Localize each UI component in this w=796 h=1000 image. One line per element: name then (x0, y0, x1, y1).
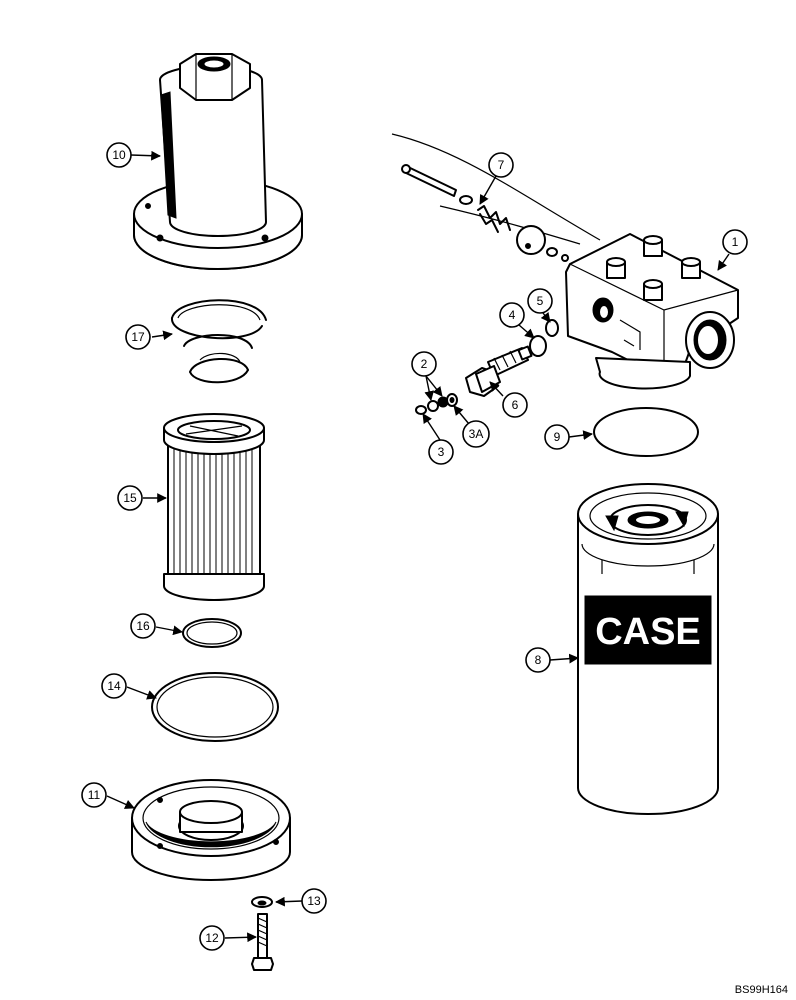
svg-text:3A: 3A (469, 427, 484, 441)
part-11-housing-base (131, 779, 291, 881)
callout-4: 4 (499, 302, 525, 328)
svg-text:12: 12 (205, 931, 219, 945)
callout-2: 2 (411, 351, 437, 377)
svg-text:8: 8 (535, 653, 542, 667)
callout-8: 8 (525, 647, 551, 673)
part-9-o-ring (593, 407, 699, 457)
part-6-pressure-switch (465, 345, 533, 397)
part-16-o-ring (182, 618, 242, 648)
part-2-3-3a-hardware (415, 393, 458, 415)
leader-lines (106, 150, 730, 943)
callout-11: 11 (81, 782, 107, 808)
svg-text:15: 15 (123, 491, 137, 505)
callout-14: 14 (101, 673, 127, 699)
part-12-bolt (251, 913, 274, 971)
part-10-filter-housing (133, 53, 303, 270)
part-4-o-ring (529, 335, 547, 357)
svg-text:4: 4 (509, 308, 516, 322)
part-13-washer (251, 896, 273, 908)
callout-12: 12 (199, 925, 225, 951)
svg-text:3: 3 (438, 445, 445, 459)
callout-6: 6 (502, 392, 528, 418)
callout-10: 10 (106, 142, 132, 168)
part-8-spin-on-filter: CASE (577, 483, 719, 815)
svg-text:14: 14 (107, 679, 121, 693)
callout-3a: 3A (462, 420, 490, 448)
svg-text:17: 17 (131, 330, 145, 344)
brand-label: CASE (595, 611, 701, 653)
part-14-o-ring (151, 672, 279, 742)
svg-text:2: 2 (421, 357, 428, 371)
callout-1: 1 (722, 229, 748, 255)
callout-13: 13 (301, 888, 327, 914)
svg-text:10: 10 (112, 148, 126, 162)
svg-text:6: 6 (512, 398, 519, 412)
drawing-code: BS99H164 (734, 984, 788, 996)
part-15-filter-element (163, 413, 265, 601)
part-7-bypass-valve (391, 133, 601, 262)
callout-5: 5 (527, 288, 553, 314)
callout-16: 16 (130, 613, 156, 639)
filter-pleats (173, 444, 253, 576)
svg-text:1: 1 (732, 235, 739, 249)
svg-text:5: 5 (537, 294, 544, 308)
svg-text:16: 16 (136, 619, 150, 633)
part-1-filter-head (565, 233, 739, 390)
callout-9: 9 (544, 424, 570, 450)
callout-15: 15 (117, 485, 143, 511)
callout-3: 3 (428, 439, 454, 465)
callout-7: 7 (488, 152, 514, 178)
part-5-o-ring (545, 319, 559, 337)
part-17-spring (170, 299, 267, 384)
svg-text:7: 7 (498, 158, 505, 172)
svg-text:13: 13 (307, 894, 321, 908)
svg-text:9: 9 (554, 430, 561, 444)
svg-text:11: 11 (88, 788, 101, 802)
callout-17: 17 (125, 324, 151, 350)
